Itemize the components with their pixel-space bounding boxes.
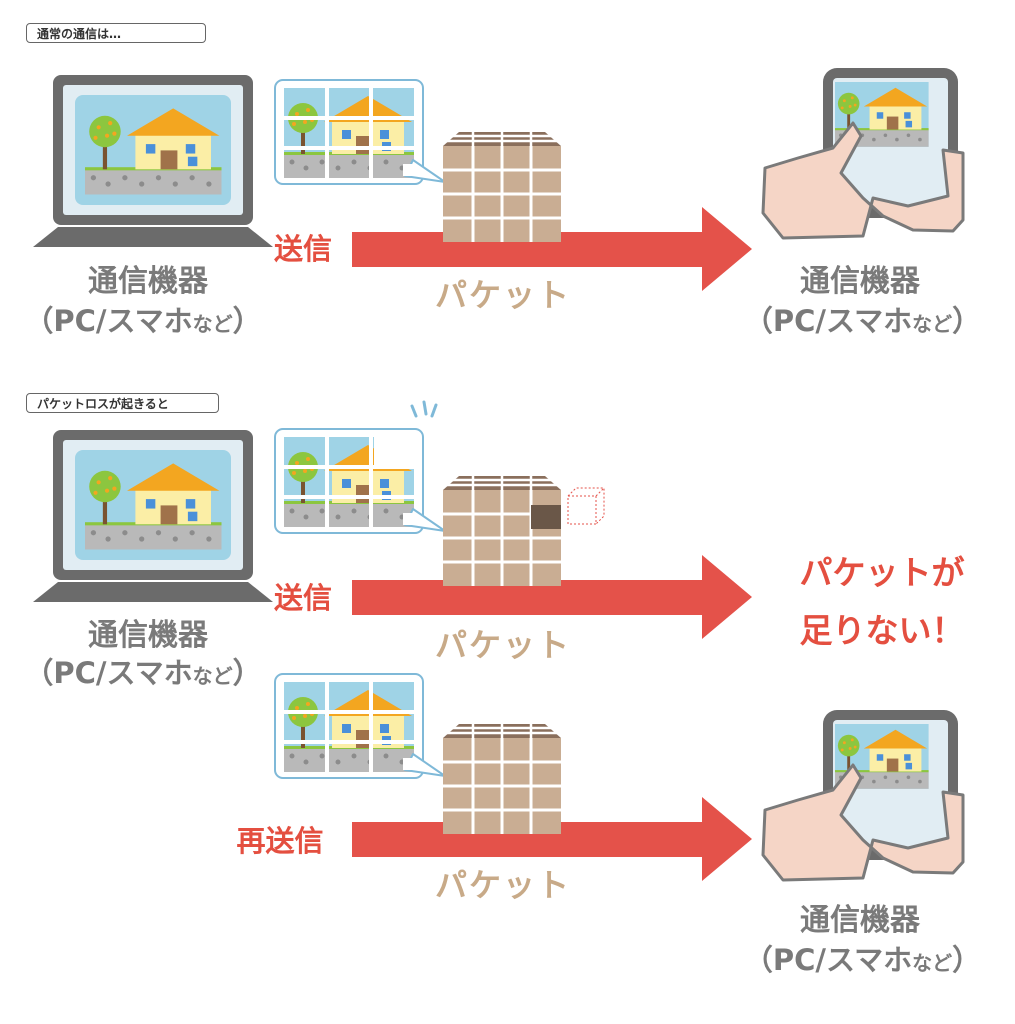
laptop-icon [33, 430, 273, 602]
image-grid-bubble-partial [275, 429, 445, 533]
device-sublabel: （PC/スマホなど） [24, 304, 262, 338]
section-tag-normal: 通常の通信は… [26, 23, 206, 43]
send-label: 送信 [273, 232, 332, 266]
packet-box-incomplete-icon [441, 474, 563, 588]
alert-lines-icon [410, 400, 438, 418]
laptop-icon [33, 75, 273, 247]
tablet-hand-icon [763, 68, 963, 238]
packet-box-icon [441, 722, 563, 836]
packet-box-icon [441, 130, 563, 244]
resend-label: 再送信 [236, 824, 324, 858]
tablet-hand-icon [763, 710, 963, 880]
section-tag-loss: パケットロスが起きると [26, 393, 219, 413]
packet-label: パケット [434, 276, 571, 314]
send-arrow [352, 207, 752, 291]
device-sublabel: （PC/スマホなど） [743, 304, 982, 338]
lost-packet-icon [567, 487, 605, 525]
image-grid-bubble [275, 80, 445, 184]
device-label: 通信機器 [800, 903, 920, 938]
device-label: 通信機器 [800, 264, 920, 299]
packet-shortage-message: パケットが 足りない！ [799, 553, 965, 650]
packet-label: パケット [434, 866, 571, 904]
device-label: 通信機器 [88, 264, 208, 299]
send-arrow [352, 555, 752, 639]
device-label: 通信機器 [88, 618, 208, 653]
missing-image-tile [374, 437, 416, 465]
packet-label: パケット [434, 626, 571, 664]
missing-packet-slot [531, 505, 561, 529]
resend-arrow [352, 797, 752, 881]
device-sublabel: （PC/スマホなど） [743, 943, 982, 977]
send-label: 送信 [273, 581, 332, 615]
image-grid-bubble [275, 674, 445, 778]
device-sublabel: （PC/スマホなど） [24, 656, 262, 690]
